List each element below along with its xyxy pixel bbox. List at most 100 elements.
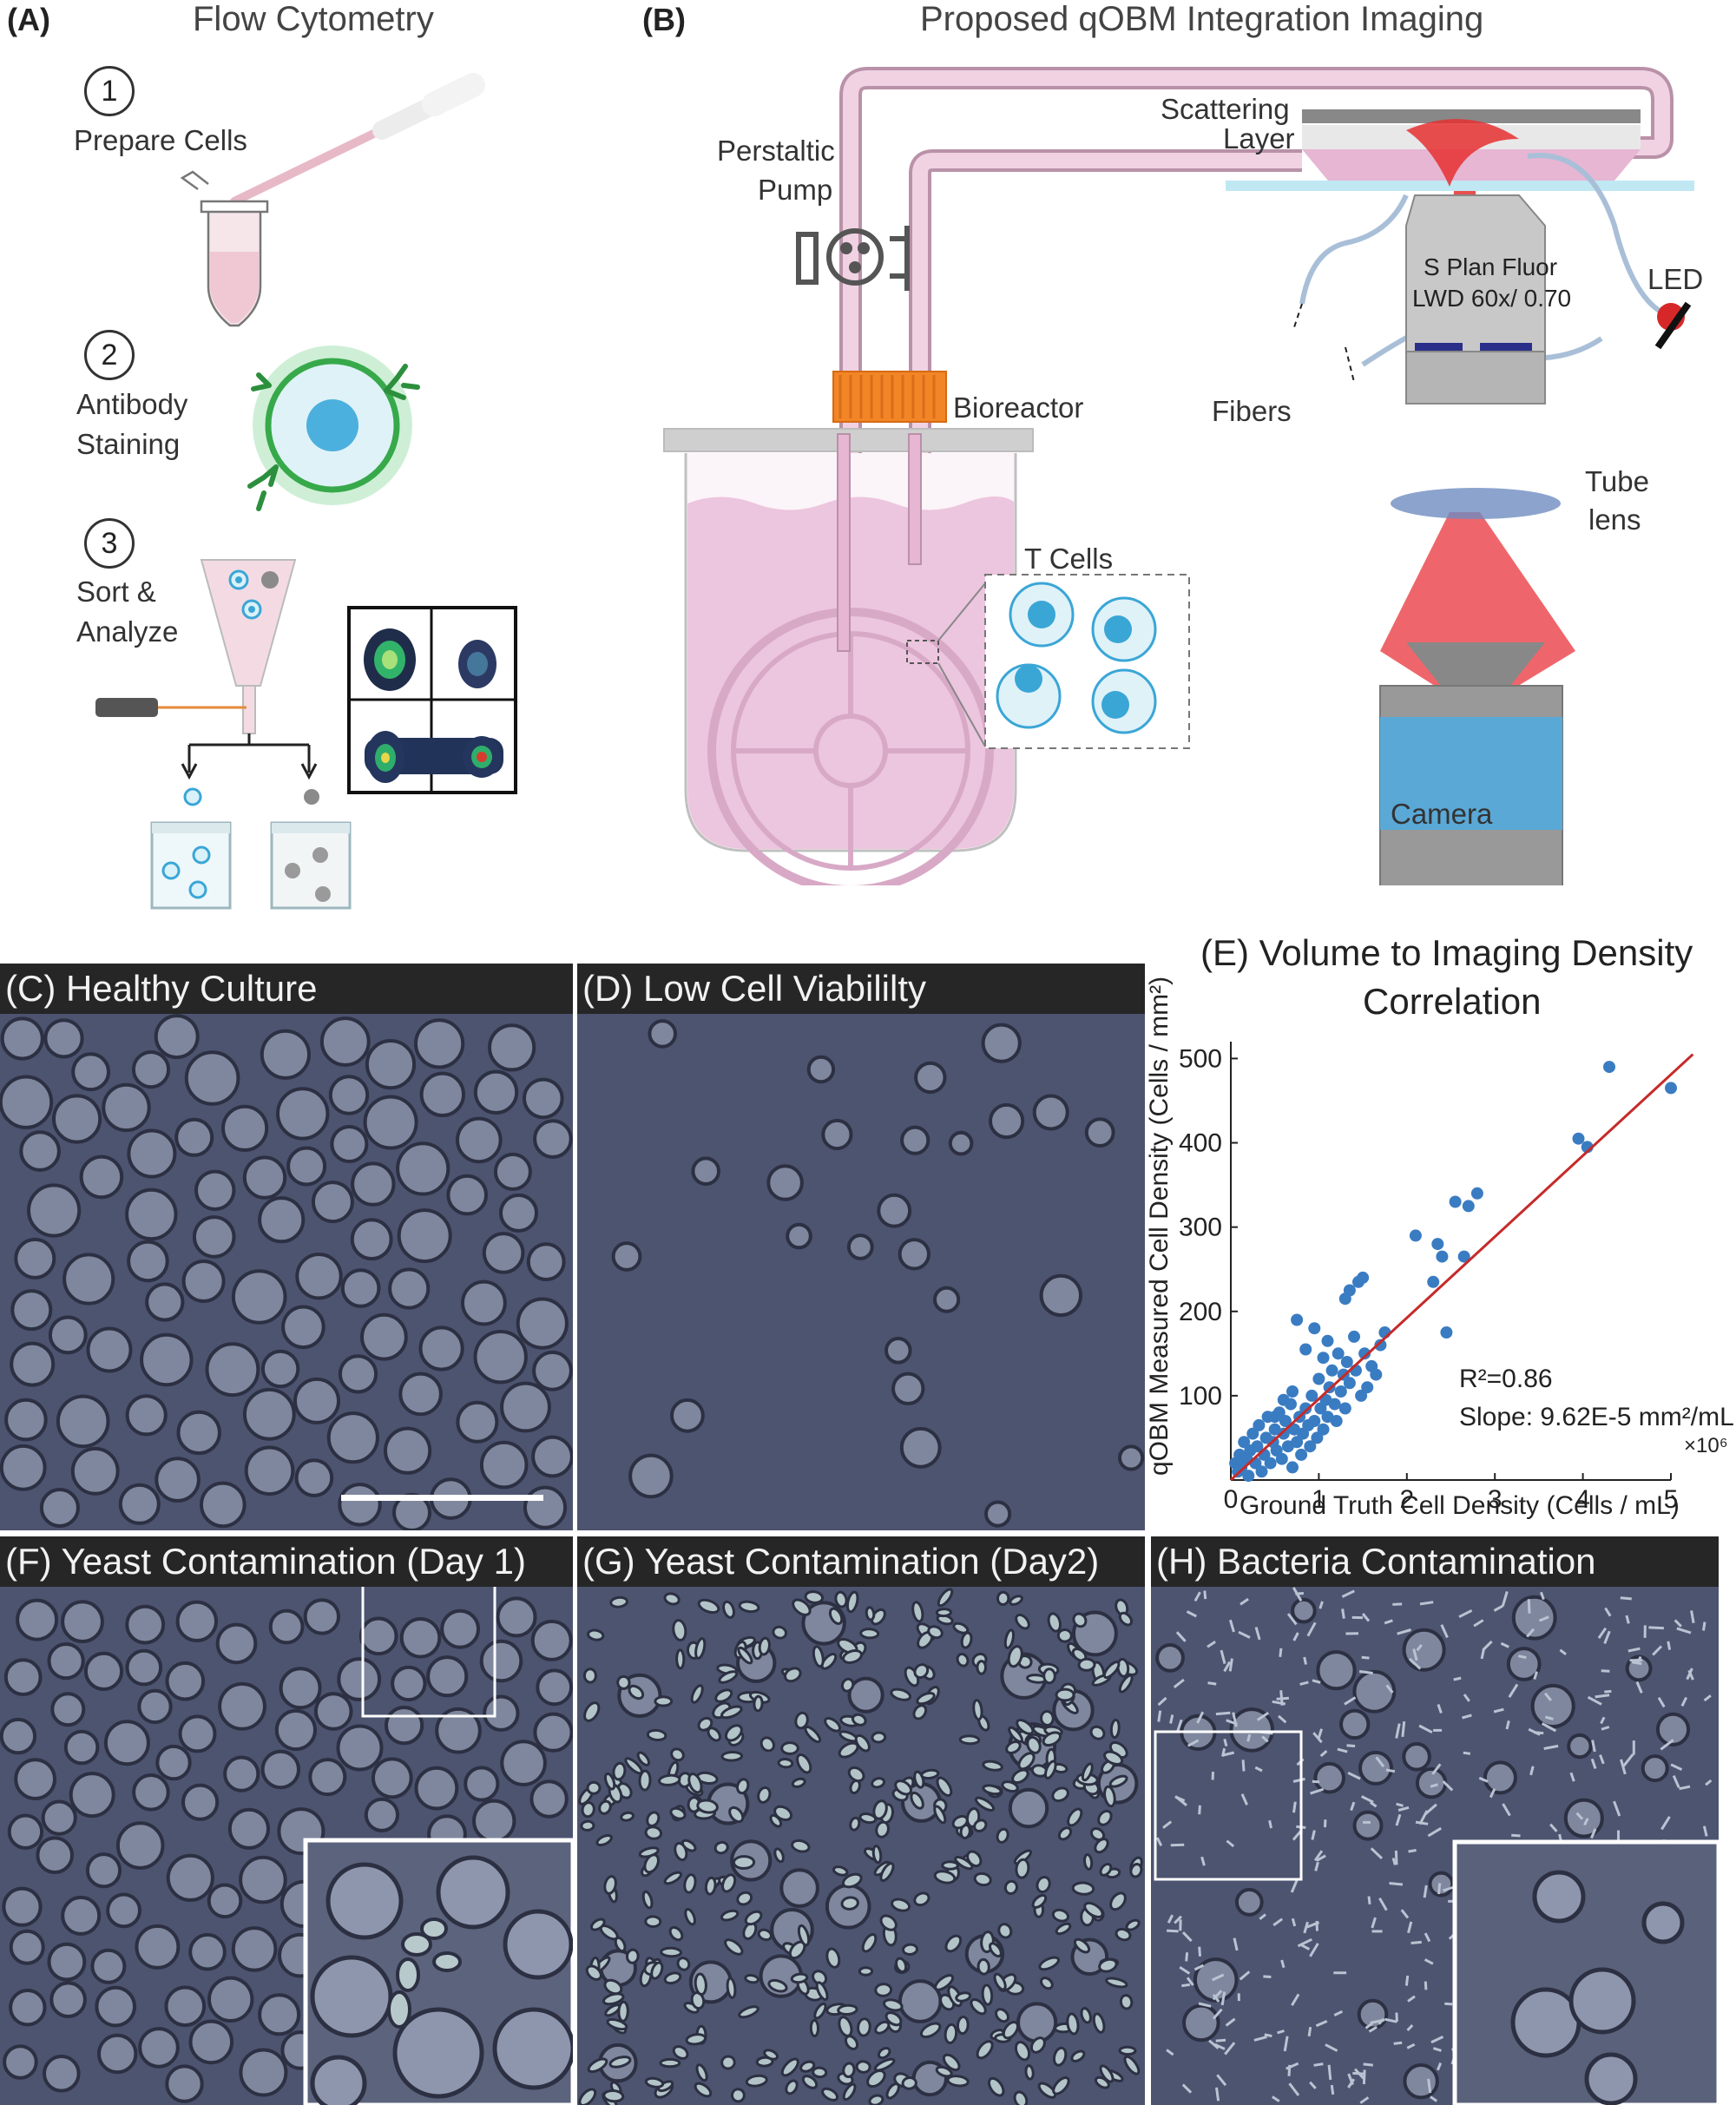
data-point bbox=[1343, 1284, 1356, 1297]
cell bbox=[10, 1341, 56, 1387]
yeast-cell bbox=[804, 1590, 825, 1604]
pump-label-line2: Pump bbox=[758, 174, 833, 206]
yeast-cell bbox=[617, 2000, 629, 2023]
yeast-cell bbox=[581, 1801, 595, 1819]
yeast-cell bbox=[1067, 1807, 1083, 1827]
cell bbox=[223, 1755, 260, 1793]
cell bbox=[338, 1354, 378, 1394]
cell bbox=[181, 1783, 220, 1821]
bacterium bbox=[1672, 1774, 1680, 1788]
cell bbox=[884, 1337, 912, 1365]
yeast-cell bbox=[1009, 1595, 1023, 1606]
bacterium bbox=[1369, 1801, 1378, 1808]
bacterium bbox=[1480, 1648, 1486, 1660]
bacterium bbox=[1212, 1993, 1220, 2003]
cell bbox=[419, 1071, 465, 1118]
cell bbox=[371, 1757, 413, 1799]
yeast-cell bbox=[845, 1590, 859, 1614]
yeast-cell bbox=[894, 1779, 912, 1796]
bacterium bbox=[1254, 1627, 1261, 1641]
yeast-cell bbox=[976, 2040, 994, 2060]
cell bbox=[1291, 1597, 1317, 1624]
bacterium bbox=[1240, 1793, 1248, 1806]
pipette-icon bbox=[230, 73, 485, 206]
yeast-cell bbox=[937, 1588, 954, 1608]
cell bbox=[125, 1187, 178, 1241]
yeast-cell bbox=[933, 1805, 947, 1825]
bacterium bbox=[1359, 2096, 1370, 2104]
stained-cell-icon bbox=[247, 345, 420, 511]
data-point bbox=[1238, 1436, 1251, 1449]
cell bbox=[533, 1712, 573, 1753]
cell bbox=[239, 1855, 287, 1904]
cell bbox=[194, 1169, 236, 1211]
micrograph-g-title: (G) Yeast Contamination (Day2) bbox=[577, 1536, 1145, 1587]
cell bbox=[1032, 1094, 1069, 1131]
bacterium bbox=[1408, 1849, 1417, 1853]
cell bbox=[414, 1018, 465, 1069]
y-tick-label: 100 bbox=[1179, 1382, 1222, 1411]
yeast-cell bbox=[658, 1773, 681, 1786]
cell bbox=[397, 1208, 452, 1264]
yeast-cell bbox=[866, 2069, 886, 2089]
bacterium bbox=[1400, 1909, 1410, 1919]
bacterium bbox=[1292, 1777, 1305, 1783]
cell bbox=[154, 1014, 200, 1060]
yeast-cell bbox=[660, 1946, 682, 1958]
bacterium bbox=[1483, 1640, 1493, 1651]
yeast-cell bbox=[668, 1925, 684, 1942]
cell bbox=[1563, 1798, 1604, 1839]
bacterium bbox=[1601, 1726, 1610, 1731]
bacterium bbox=[1314, 1861, 1319, 1871]
yeast-cell bbox=[614, 1936, 627, 1953]
cell bbox=[313, 1692, 353, 1731]
cell bbox=[847, 1676, 884, 1714]
yeast-cell bbox=[1036, 1876, 1051, 1893]
yeast-cell bbox=[1003, 1879, 1018, 1896]
slope-annotation: Slope: 9.62E-5 mm²/mL bbox=[1459, 1403, 1734, 1431]
bacterium bbox=[1391, 1858, 1397, 1865]
bacterium bbox=[1437, 1883, 1442, 1895]
led-icon bbox=[1654, 301, 1692, 350]
bacterium bbox=[1347, 2073, 1354, 2086]
bacterium bbox=[1187, 1739, 1200, 1747]
yeast-cell bbox=[890, 1687, 912, 1701]
flow-dot-plot-icon bbox=[347, 606, 517, 794]
yeast-cell bbox=[1017, 1752, 1036, 1771]
bacterium bbox=[1268, 1819, 1272, 1829]
cell bbox=[97, 2033, 138, 2075]
cell bbox=[530, 1619, 573, 1661]
cell bbox=[242, 1155, 287, 1200]
yeast-cell bbox=[857, 2017, 871, 2037]
cell bbox=[483, 1694, 520, 1732]
cell bbox=[891, 1372, 925, 1405]
yeast-cell bbox=[791, 1777, 806, 1788]
yeast-cell bbox=[773, 1805, 793, 1822]
cell bbox=[1415, 1766, 1448, 1799]
cell bbox=[330, 1125, 369, 1163]
cell bbox=[472, 1799, 516, 1843]
cell bbox=[338, 1483, 382, 1527]
cell bbox=[260, 1349, 300, 1389]
cell bbox=[1182, 2003, 1220, 2043]
bacterium bbox=[1169, 1714, 1174, 1724]
bacterium bbox=[1384, 1619, 1393, 1625]
bacterium bbox=[1604, 1607, 1612, 1617]
cell bbox=[279, 1667, 322, 1710]
yeast-cell bbox=[760, 1736, 775, 1753]
micrograph-bacteria: (H) Bacteria Contamination bbox=[1151, 1536, 1719, 2105]
yeast-cell bbox=[960, 1631, 973, 1649]
yeast-cell bbox=[976, 1957, 990, 1976]
cell bbox=[456, 1400, 499, 1444]
bacterium bbox=[1221, 1747, 1226, 1757]
tube-lens-label-line2: lens bbox=[1588, 503, 1641, 536]
cell bbox=[242, 1387, 296, 1441]
yeast-cell bbox=[801, 2075, 819, 2089]
yeast-cell bbox=[606, 2017, 628, 2031]
cell bbox=[1506, 1647, 1542, 1681]
yeast-cell bbox=[1089, 1827, 1106, 1841]
yeast-cell bbox=[672, 1619, 687, 1641]
data-point bbox=[1440, 1326, 1453, 1339]
yeast-cell bbox=[1026, 1735, 1042, 1754]
yeast-cell bbox=[812, 1645, 825, 1668]
